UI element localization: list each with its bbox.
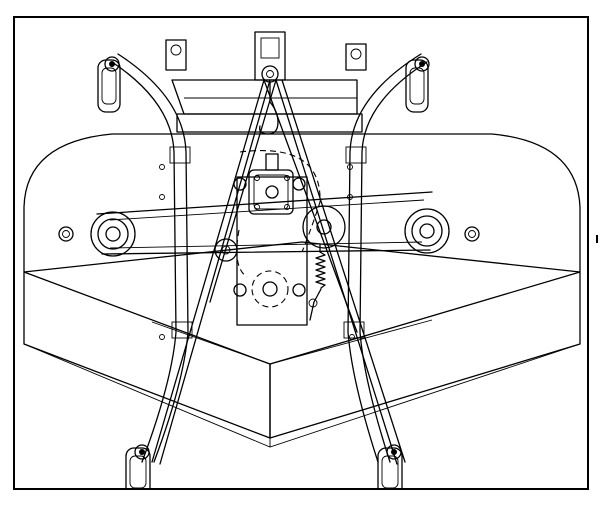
- margin-tick-mark: [596, 235, 598, 243]
- drive-belt: [96, 191, 433, 255]
- deck-top-surface: [23, 133, 581, 273]
- deck-left-skirt: [23, 271, 271, 439]
- spring-icon: [308, 243, 326, 321]
- bolt-icon: [159, 164, 355, 340]
- left-pulley: [90, 211, 136, 257]
- center-pulley: [251, 270, 289, 308]
- right-caster-arm: [343, 53, 428, 463]
- diagram-frame: [13, 16, 589, 490]
- right-pulley: [404, 208, 450, 254]
- mower-deck-drawing: [23, 31, 581, 488]
- right-idler-bolt: [464, 226, 480, 242]
- hitch-bracket-icon: [254, 31, 286, 83]
- left-idler-bolt: [58, 226, 74, 242]
- caster-wheel-icon: [377, 444, 403, 488]
- frame-cross-bar: [176, 113, 363, 133]
- left-caster-arm: [111, 53, 193, 463]
- lift-rods: [151, 79, 406, 465]
- gearbox-icon: [248, 153, 294, 215]
- gearbox-bolts: [233, 177, 306, 297]
- deck-bottom-edge: [23, 343, 581, 448]
- deck-inner-outline: [151, 319, 433, 365]
- caster-wheel-icon: [125, 444, 151, 488]
- front-link-brackets: [165, 39, 367, 71]
- caster-wheel-icon: [97, 56, 121, 113]
- caster-wheel-icon: [405, 56, 430, 113]
- center-plate: [236, 150, 321, 326]
- mower-deck: [23, 133, 581, 448]
